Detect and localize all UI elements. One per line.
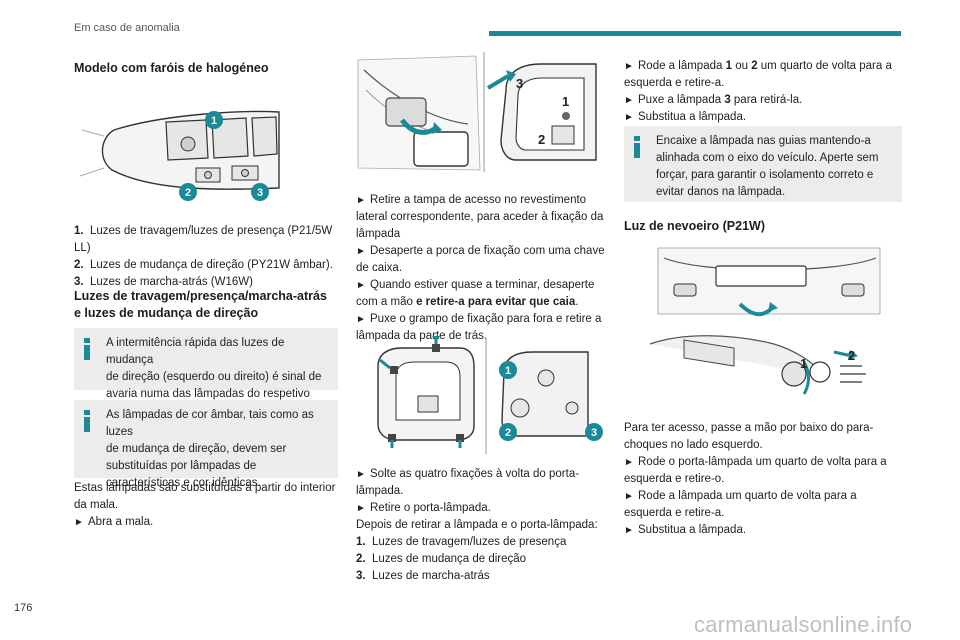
step-arrow-icon: ► [356, 469, 366, 480]
list-item: ►Substitua a lâmpada. [624, 522, 904, 539]
step-arrow-icon: ► [624, 61, 634, 72]
fig2-label-2: 2 [505, 427, 511, 439]
info-box-fast-blink: A intermitência rápida das luzes de muda… [74, 328, 338, 417]
list-item: 2.Luzes de mudança de direção [356, 553, 527, 565]
header-accent-bar [489, 31, 901, 36]
info-icon [634, 136, 640, 158]
list-item: ►Rode o porta-lâmpada um quarto de volta… [624, 456, 887, 485]
para-fog-access: Para ter acesso, passe a mão por baixo d… [624, 422, 874, 451]
lamp-holder-figure: 1 2 3 [377, 336, 603, 454]
step-arrow-icon: ► [356, 280, 366, 291]
heading-halogen-model: Modelo com faróis de halogéneo [74, 61, 269, 75]
list-item: ►Retire a tampa de acesso no revestiment… [356, 194, 604, 240]
callout-3-label: 3 [257, 187, 263, 199]
fig2-label-3: 3 [591, 427, 597, 439]
list-item: 3.Luzes de marcha-atrás (W16W) [74, 276, 253, 288]
callout-2-label: 2 [185, 187, 191, 199]
lamp-list: 1.Luzes de travagem/luzes de presença (P… [74, 223, 340, 291]
info-box-amber-bulbs: As lâmpadas de cor âmbar, tais como as l… [74, 400, 338, 489]
heading-fog-light: Luz de nevoeiro (P21W) [624, 219, 765, 233]
page-number: 176 [14, 602, 33, 614]
fig3-label-1: 1 [800, 356, 807, 371]
rear-lamp-figure: 1 2 3 [79, 110, 280, 201]
steps-remove-cover: ►Retire a tampa de acesso no revestiment… [356, 192, 612, 345]
list-item: ►Retire o porta-lâmpada. [356, 500, 612, 517]
heading-brake-lights: Luzes de travagem/presença/marcha-atrás … [74, 289, 327, 320]
fig1-label-1: 1 [562, 94, 569, 109]
steps-rotate-bulb: ►Rode a lâmpada 1 ou 2 um quarto de volt… [624, 58, 904, 126]
fig1-label-2: 2 [538, 132, 545, 147]
list-item: ►Quando estiver quase a terminar, desape… [356, 279, 595, 308]
list-item: 1.Luzes de travagem/luzes de presença (P… [74, 225, 333, 254]
step-arrow-icon: ► [356, 503, 366, 514]
list-item: ►Substitua a lâmpada. [624, 109, 904, 126]
list-item: 2.Luzes de mudança de direção (PY21W âmb… [74, 259, 333, 271]
para-from-trunk: Estas lâmpadas são substituídas a partir… [74, 482, 336, 511]
list-item: ►Puxe o grampo de fixação para fora e re… [356, 313, 602, 342]
step-arrow-icon: ► [624, 112, 634, 123]
steps-fog-bulb: ►Rode o porta-lâmpada um quarto de volta… [624, 454, 904, 539]
info-box-fit-bulb: Encaixe a lâmpada nas guias mantendo-a a… [624, 126, 902, 202]
fig1-label-3: 3 [516, 76, 523, 91]
step-arrow-icon: ► [624, 95, 634, 106]
para-after-removal: Depois de retirar a lâmpada e o porta-lâ… [356, 519, 598, 531]
step-open-trunk: ►Abra a mala. [74, 514, 340, 531]
list-item: ►Rode a lâmpada um quarto de volta para … [624, 490, 857, 519]
list-item: ►Desaperte a porca de fixação com uma ch… [356, 245, 605, 274]
fog-light-figure: 1 2 [649, 247, 881, 395]
step-arrow-icon: ► [624, 525, 634, 536]
list-item: 1.Luzes de travagem/luzes de presença [356, 536, 567, 548]
step-arrow-icon: ► [356, 195, 366, 206]
callout-2-badge [179, 183, 197, 201]
step-arrow-icon: ► [356, 314, 366, 325]
list-item: ►Rode a lâmpada 1 ou 2 um quarto de volt… [624, 60, 892, 89]
step-arrow-icon: ► [624, 457, 634, 468]
callout-3-badge [251, 183, 269, 201]
info-icon [84, 338, 90, 360]
watermark: carmanualsonline.info [694, 612, 913, 637]
callout-1-badge [205, 111, 223, 129]
fig3-label-2: 2 [848, 348, 855, 363]
list-item: ►Puxe a lâmpada 3 para retirá-la. [624, 92, 904, 109]
fig2-label-1: 1 [505, 365, 511, 377]
callout-1-label: 1 [211, 115, 217, 127]
list-item: ►Solte as quatro fixações à volta do por… [356, 468, 580, 497]
section-title: Em caso de anomalia [74, 22, 180, 34]
list-item: 3.Luzes de marcha-atrás [356, 570, 490, 582]
info-icon [84, 410, 90, 432]
step-arrow-icon: ► [624, 491, 634, 502]
access-cover-figure: 3 1 2 [357, 52, 597, 172]
step-arrow-icon: ► [356, 246, 366, 257]
steps-remove-holder: ►Solte as quatro fixações à volta do por… [356, 466, 612, 585]
step-arrow-icon: ► [74, 517, 84, 528]
